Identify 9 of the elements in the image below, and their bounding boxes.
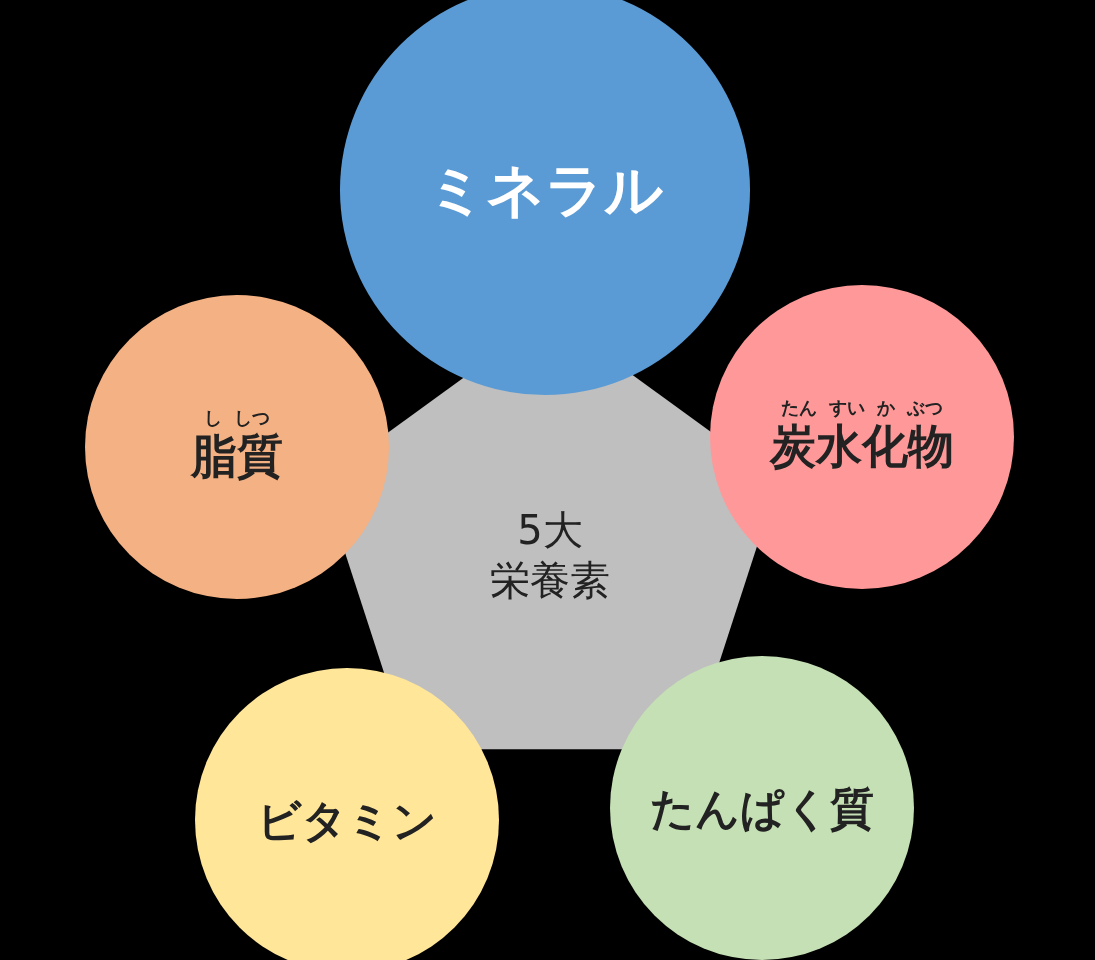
center-label: 栄養素 — [490, 556, 610, 605]
furigana-text: し しつ — [203, 408, 271, 429]
nutrient-label: 脂質 — [191, 428, 283, 486]
nutrient-label: 炭水化物 — [770, 418, 954, 476]
center-label: 5大 — [517, 506, 583, 555]
furigana-text: たん すい か ぶつ — [780, 398, 944, 419]
nutrient-label: ミネラル — [427, 154, 663, 226]
nutrient-label: ビタミン — [257, 793, 437, 848]
nutrient-label: たんぱく質 — [650, 781, 874, 836]
